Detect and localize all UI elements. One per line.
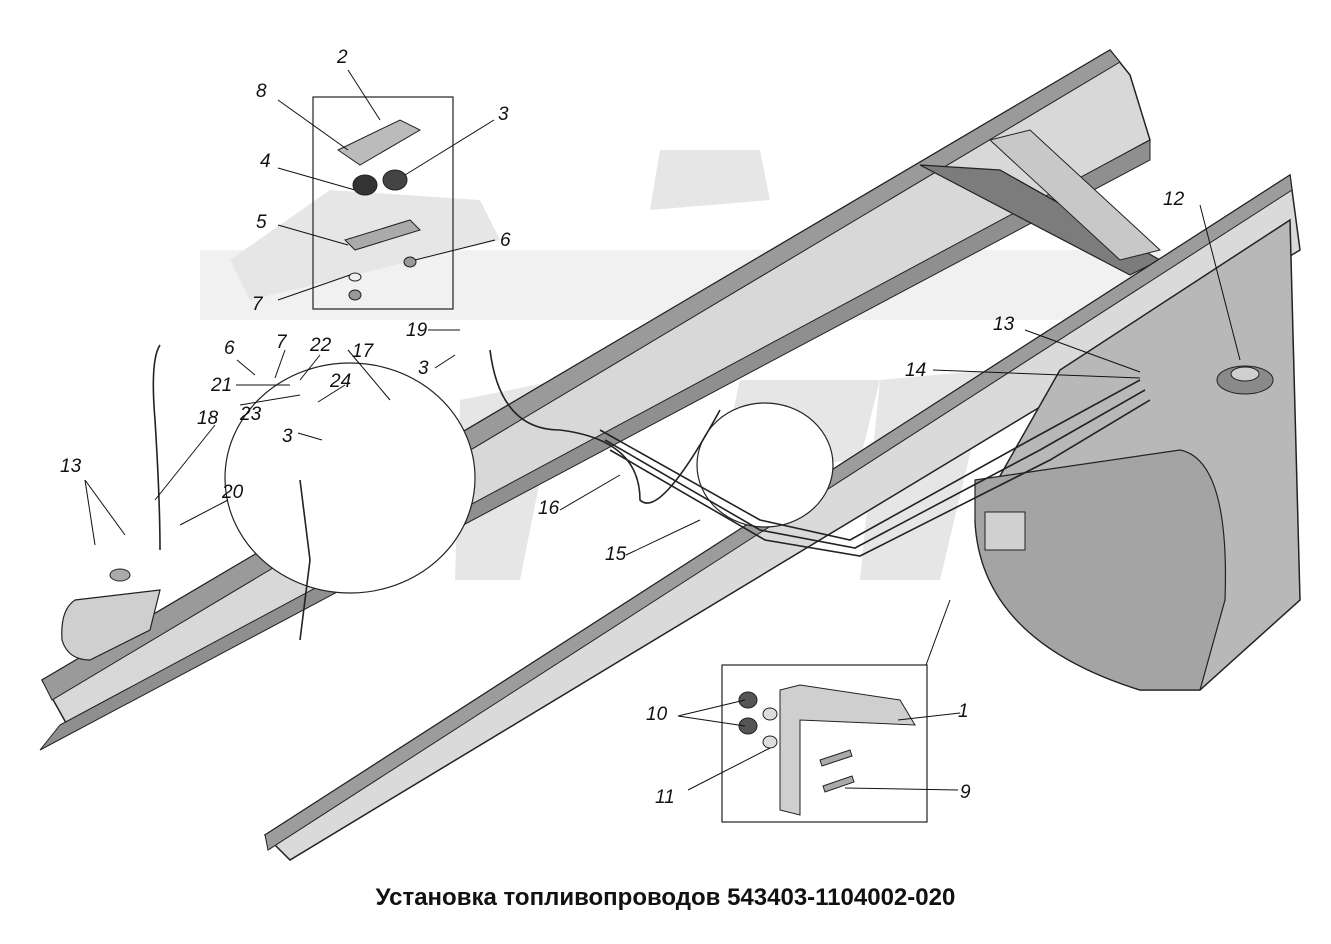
callout-7b: 7	[276, 332, 288, 353]
fuel-lines	[152, 344, 1151, 641]
callout-2: 2	[336, 47, 348, 68]
callout-21: 21	[210, 375, 232, 396]
exploded-view-boxes	[312, 96, 928, 823]
callout-3c: 3	[282, 426, 293, 447]
callout-24: 24	[329, 371, 351, 392]
callout-8: 8	[256, 81, 267, 102]
callout-10: 10	[646, 704, 668, 725]
cross-member	[919, 129, 1162, 276]
callout-15: 15	[605, 544, 627, 565]
callout-4: 4	[260, 151, 271, 172]
callout-7a: 7	[252, 294, 264, 315]
callout-18: 18	[197, 408, 219, 429]
leader-lines	[84, 69, 1241, 791]
fuel-tank	[974, 218, 1301, 691]
callout-12: 12	[1163, 189, 1185, 210]
callout-20: 20	[221, 482, 244, 503]
callout-3b: 3	[418, 358, 429, 379]
top-box-parts	[337, 119, 422, 301]
callout-14: 14	[905, 360, 926, 381]
callout-13a: 13	[60, 456, 82, 477]
diagram-caption: Установка топливопроводов 543403-1104002…	[375, 884, 956, 911]
callout-9: 9	[960, 782, 971, 803]
callout-22: 22	[309, 335, 332, 356]
callout-13b: 13	[993, 314, 1015, 335]
callout-6b: 6	[224, 338, 235, 359]
air-receiver-cylinder	[61, 568, 161, 661]
callout-5: 5	[256, 212, 267, 233]
detail-circles	[224, 362, 834, 594]
callout-3a: 3	[498, 104, 509, 125]
callout-23: 23	[239, 404, 262, 425]
callout-19: 19	[406, 320, 428, 341]
callout-1: 1	[958, 701, 969, 722]
callout-17: 17	[352, 341, 375, 362]
callout-11: 11	[655, 787, 675, 808]
callout-labels: 2 8 3 4 5 6 7 19 6 7 22 17 3 21 24 23 18…	[60, 47, 1185, 808]
callout-6a: 6	[500, 230, 511, 251]
callout-16: 16	[538, 498, 560, 519]
bottom-box-parts	[738, 684, 916, 816]
